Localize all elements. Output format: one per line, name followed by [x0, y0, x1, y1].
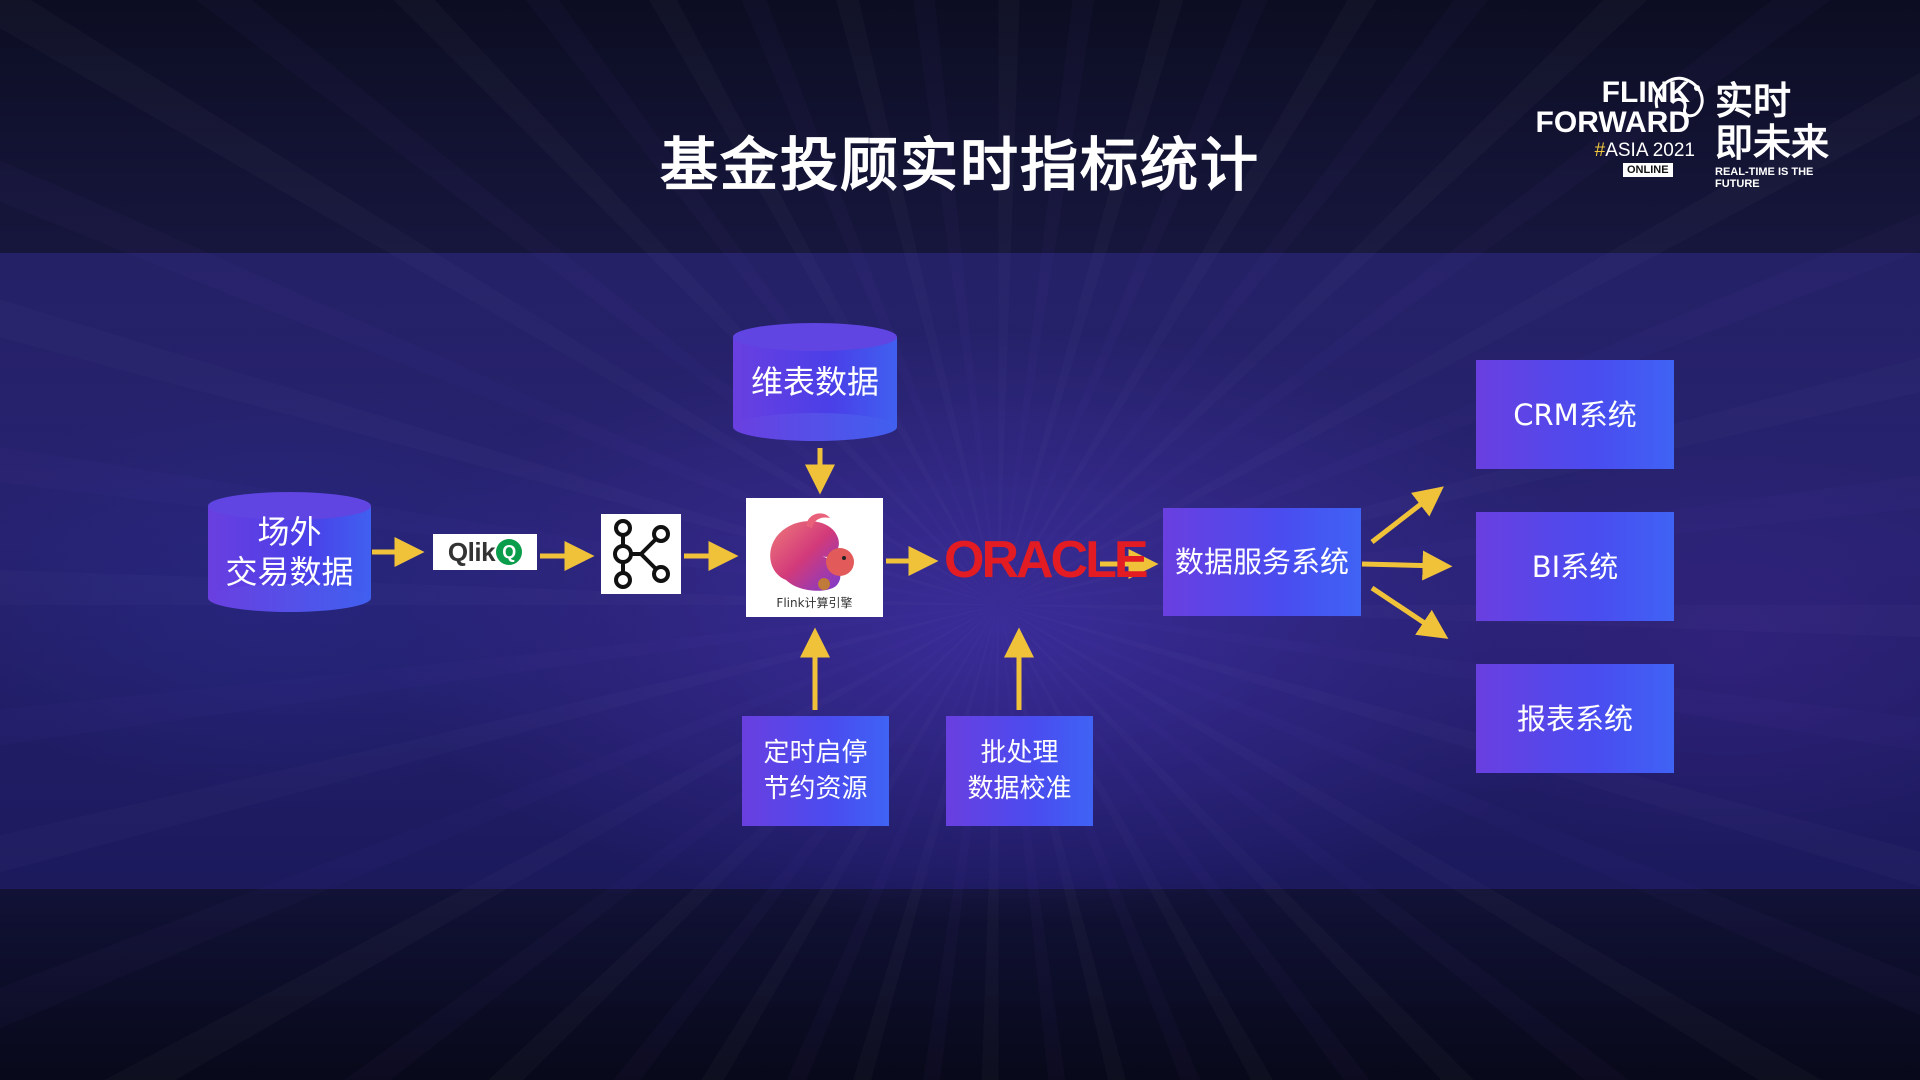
logo-cn: 实时 即未来	[1715, 80, 1829, 164]
offexchange-trade-data-db: 场外交易数据	[208, 492, 371, 612]
logo-forward-word: FORWARD	[1535, 106, 1690, 139]
offexchange-line2: 交易数据	[225, 553, 354, 591]
arrow-dataservice-to-report	[1370, 585, 1449, 639]
logo-cn-line2: 即未来	[1715, 121, 1830, 165]
cylinder-bottom	[733, 413, 897, 441]
bi-system: BI系统	[1476, 512, 1674, 621]
arrow-dataservice-to-bi	[1361, 550, 1453, 581]
cylinder-top	[733, 323, 897, 351]
logo-flink-forward: FLINK FORWARD	[1515, 78, 1690, 138]
flink-engine: Flink计算引擎	[746, 498, 883, 617]
logo-asia-text: ASIA 2021	[1605, 140, 1695, 161]
batch-calibration: 批处理数据校准	[946, 716, 1093, 826]
logo-flink-word: FLINK	[1601, 76, 1690, 109]
flink-caption: Flink计算引擎	[776, 596, 853, 610]
logo-online-badge: ONLINE	[1623, 163, 1673, 177]
logo-asia: #ASIA 2021	[1545, 140, 1695, 162]
flink-forward-logo: FLINK FORWARD #ASIA 2021 ONLINE 实时 即未来 R…	[1515, 76, 1835, 190]
schedule-line2: 节约资源	[763, 774, 868, 804]
report-system: 报表系统	[1476, 664, 1674, 773]
page-title: 基金投顾实时指标统计	[659, 131, 1260, 199]
arrow-dataservice-to-crm	[1370, 486, 1444, 544]
batch-line2: 数据校准	[967, 774, 1072, 804]
schedule-line1: 定时启停	[763, 738, 868, 768]
offexchange-label: 场外交易数据	[208, 492, 371, 612]
batch-line1: 批处理	[980, 738, 1059, 768]
data-service-system: 数据服务系统	[1163, 508, 1361, 616]
cylinder-top	[208, 492, 371, 520]
offexchange-line1: 场外	[257, 513, 322, 551]
qlik-text: Qlik	[447, 536, 496, 567]
logo-cn-line1: 实时	[1715, 79, 1792, 123]
logo-hash: #	[1594, 140, 1606, 161]
flink-squirrel-icon	[770, 513, 854, 591]
oracle-logo: ORACLE	[944, 531, 1149, 589]
squirrel-logo-icon	[1654, 76, 1704, 118]
logo-tagline: REAL-TIME IS THE FUTURE	[1715, 166, 1814, 190]
kafka-icon	[613, 519, 670, 589]
scheduled-start-stop: 定时启停节约资源	[742, 716, 889, 826]
kafka-logo	[601, 514, 681, 594]
cylinder-body	[208, 506, 371, 598]
dim-table-label: 维表数据	[750, 363, 879, 401]
qlik-q-icon: Q	[496, 539, 523, 565]
cylinder-body	[733, 337, 897, 427]
cylinder-bottom	[208, 584, 371, 612]
dim-table-db: 维表数据	[733, 323, 897, 441]
crm-system: CRM系统	[1476, 360, 1674, 469]
